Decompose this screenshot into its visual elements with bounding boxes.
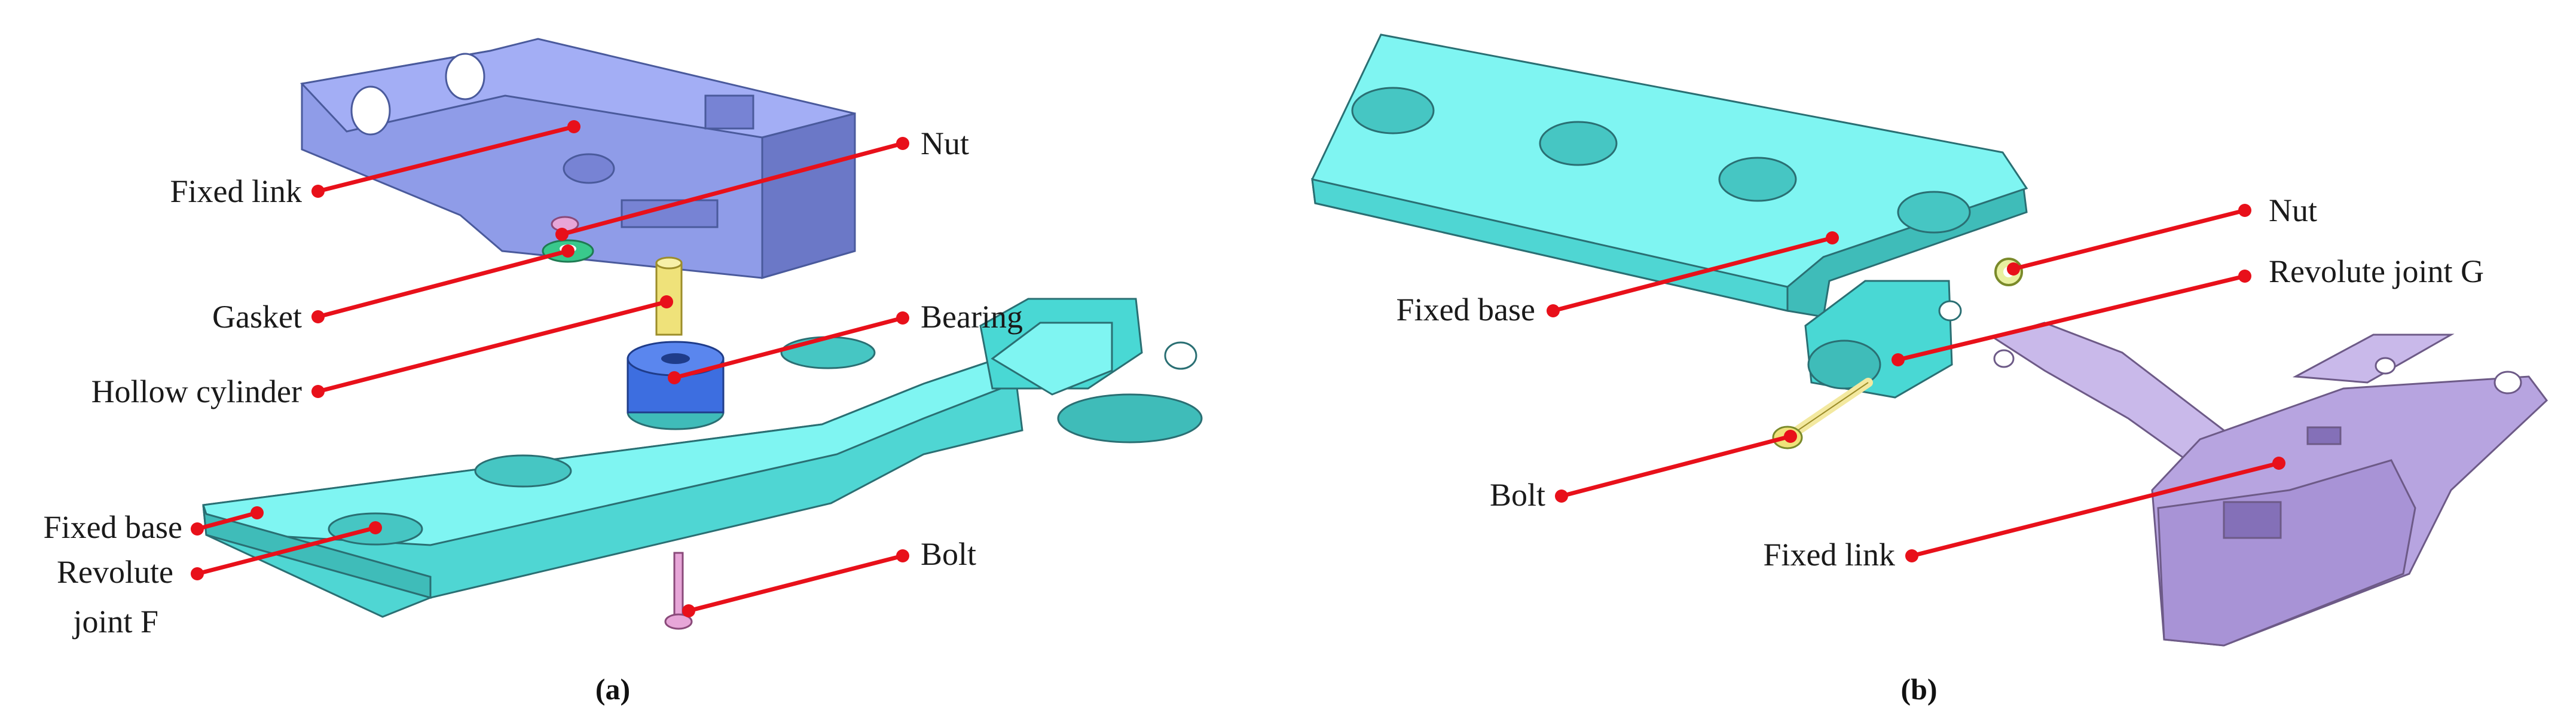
label-bearing-a: Bearing — [921, 299, 1023, 335]
leader-revolute-joint-f-a — [191, 521, 382, 580]
leader-fixed-base-b — [1547, 231, 1839, 317]
label-gasket-a: Gasket — [212, 299, 302, 335]
label-fixed-link-b: Fixed link — [1763, 537, 1895, 573]
panel-b: Nut Revolute joint G Fixed base Bolt Fix… — [1311, 33, 2549, 706]
leader-bearing-a — [668, 311, 909, 384]
label-bolt-a: Bolt — [921, 536, 976, 572]
leader-bolt-b — [1555, 430, 1797, 503]
bolt-part-a — [664, 552, 693, 630]
leader-nut-b — [2007, 204, 2251, 276]
leader-revolute-joint-g-b — [1891, 270, 2251, 366]
label-revolute-joint-f-line1-a: Revolute — [57, 554, 173, 590]
label-revolute-joint-g-b: Revolute joint G — [2269, 253, 2484, 289]
leader-fixed-link-b — [1905, 457, 2285, 562]
fixed-base-part-a — [202, 298, 1203, 618]
label-fixed-base-b: Fixed base — [1397, 292, 1535, 328]
label-fixed-link-a: Fixed link — [170, 173, 302, 209]
caption-panel-b: (b) — [1900, 672, 1937, 706]
hollow-cylinder-part-a — [655, 256, 683, 336]
fixed-link-part-b — [1991, 322, 2549, 647]
label-bolt-b: Bolt — [1490, 477, 1545, 513]
label-revolute-joint-f-line2-a: joint F — [72, 604, 158, 640]
label-nut-a: Nut — [921, 126, 969, 161]
leader-gasket-a — [311, 244, 575, 323]
leader-bolt-a — [682, 549, 909, 617]
label-fixed-base-a: Fixed base — [44, 509, 182, 545]
label-hollow-cylinder-a: Hollow cylinder — [91, 374, 302, 409]
leader-fixed-link-a — [311, 120, 580, 198]
fixed-link-part-a — [300, 38, 856, 279]
leader-hollow-cylinder-a — [311, 295, 673, 398]
label-nut-b: Nut — [2269, 192, 2317, 228]
caption-panel-a: (a) — [595, 672, 630, 706]
leader-fixed-base-a — [191, 506, 264, 536]
leader-nut-a — [555, 137, 909, 241]
panel-a: Fixed link Nut Gasket Bearing Hollow cyl… — [44, 38, 1203, 706]
bearing-part-a — [627, 341, 725, 430]
fixed-base-part-b — [1311, 33, 2028, 399]
